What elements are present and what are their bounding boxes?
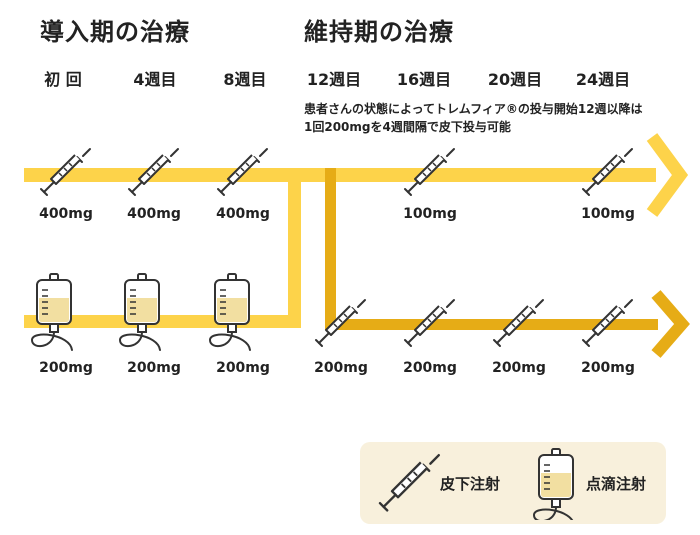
dose-label: 400mg bbox=[127, 206, 181, 222]
iv-bag-icon bbox=[209, 273, 251, 351]
induction-connector bbox=[288, 168, 301, 328]
legend-infusion-label: 点滴注射 bbox=[586, 475, 647, 493]
week-label-16: 16週目 bbox=[396, 70, 452, 89]
dose-label: 200mg bbox=[403, 360, 457, 376]
induction-section-title: 導入期の治療 bbox=[40, 18, 190, 46]
week-label-8: 8週目 bbox=[223, 70, 267, 89]
dosing-note-line-2: 1回200mgを4週間隔で皮下投与可能 bbox=[304, 120, 511, 134]
maintenance-section-title: 維持期の治療 bbox=[304, 18, 454, 46]
week-label-0: 初 回 bbox=[44, 70, 82, 89]
dose-label: 200mg bbox=[216, 360, 270, 376]
iv-bag-icon bbox=[31, 273, 73, 351]
lower-track-arrowhead bbox=[651, 290, 690, 358]
dose-label: 200mg bbox=[581, 360, 635, 376]
dose-label: 200mg bbox=[127, 360, 181, 376]
iv-bag-icon bbox=[119, 273, 161, 351]
dose-label: 100mg bbox=[581, 206, 635, 222]
legend: 皮下注射 点滴注射 bbox=[360, 442, 666, 524]
upper-track-line bbox=[24, 168, 656, 182]
iv-bag-icon bbox=[533, 448, 575, 520]
week-label-24: 24週目 bbox=[575, 70, 631, 89]
dose-label: 400mg bbox=[39, 206, 93, 222]
dose-label: 100mg bbox=[403, 206, 457, 222]
dosing-note: 患者さんの状態によってトレムフィア®の投与開始12週以降は 1回200mgを4週… bbox=[304, 100, 643, 136]
dose-label: 400mg bbox=[216, 206, 270, 222]
dose-label: 200mg bbox=[314, 360, 368, 376]
week-label-20: 20週目 bbox=[487, 70, 543, 89]
dosing-note-line-1: 患者さんの状態によってトレムフィア®の投与開始12週以降は bbox=[304, 102, 643, 116]
week-label-4: 4週目 bbox=[133, 70, 177, 89]
dose-label: 200mg bbox=[492, 360, 546, 376]
dose-label: 200mg bbox=[39, 360, 93, 376]
upper-track-arrowhead bbox=[646, 133, 689, 217]
lower-maintenance-track-line bbox=[325, 319, 658, 330]
syringe-icon bbox=[378, 454, 440, 512]
week-label-12: 12週目 bbox=[306, 70, 362, 89]
legend-syringe-label: 皮下注射 bbox=[440, 475, 501, 493]
maintenance-branch-connector bbox=[325, 168, 336, 330]
